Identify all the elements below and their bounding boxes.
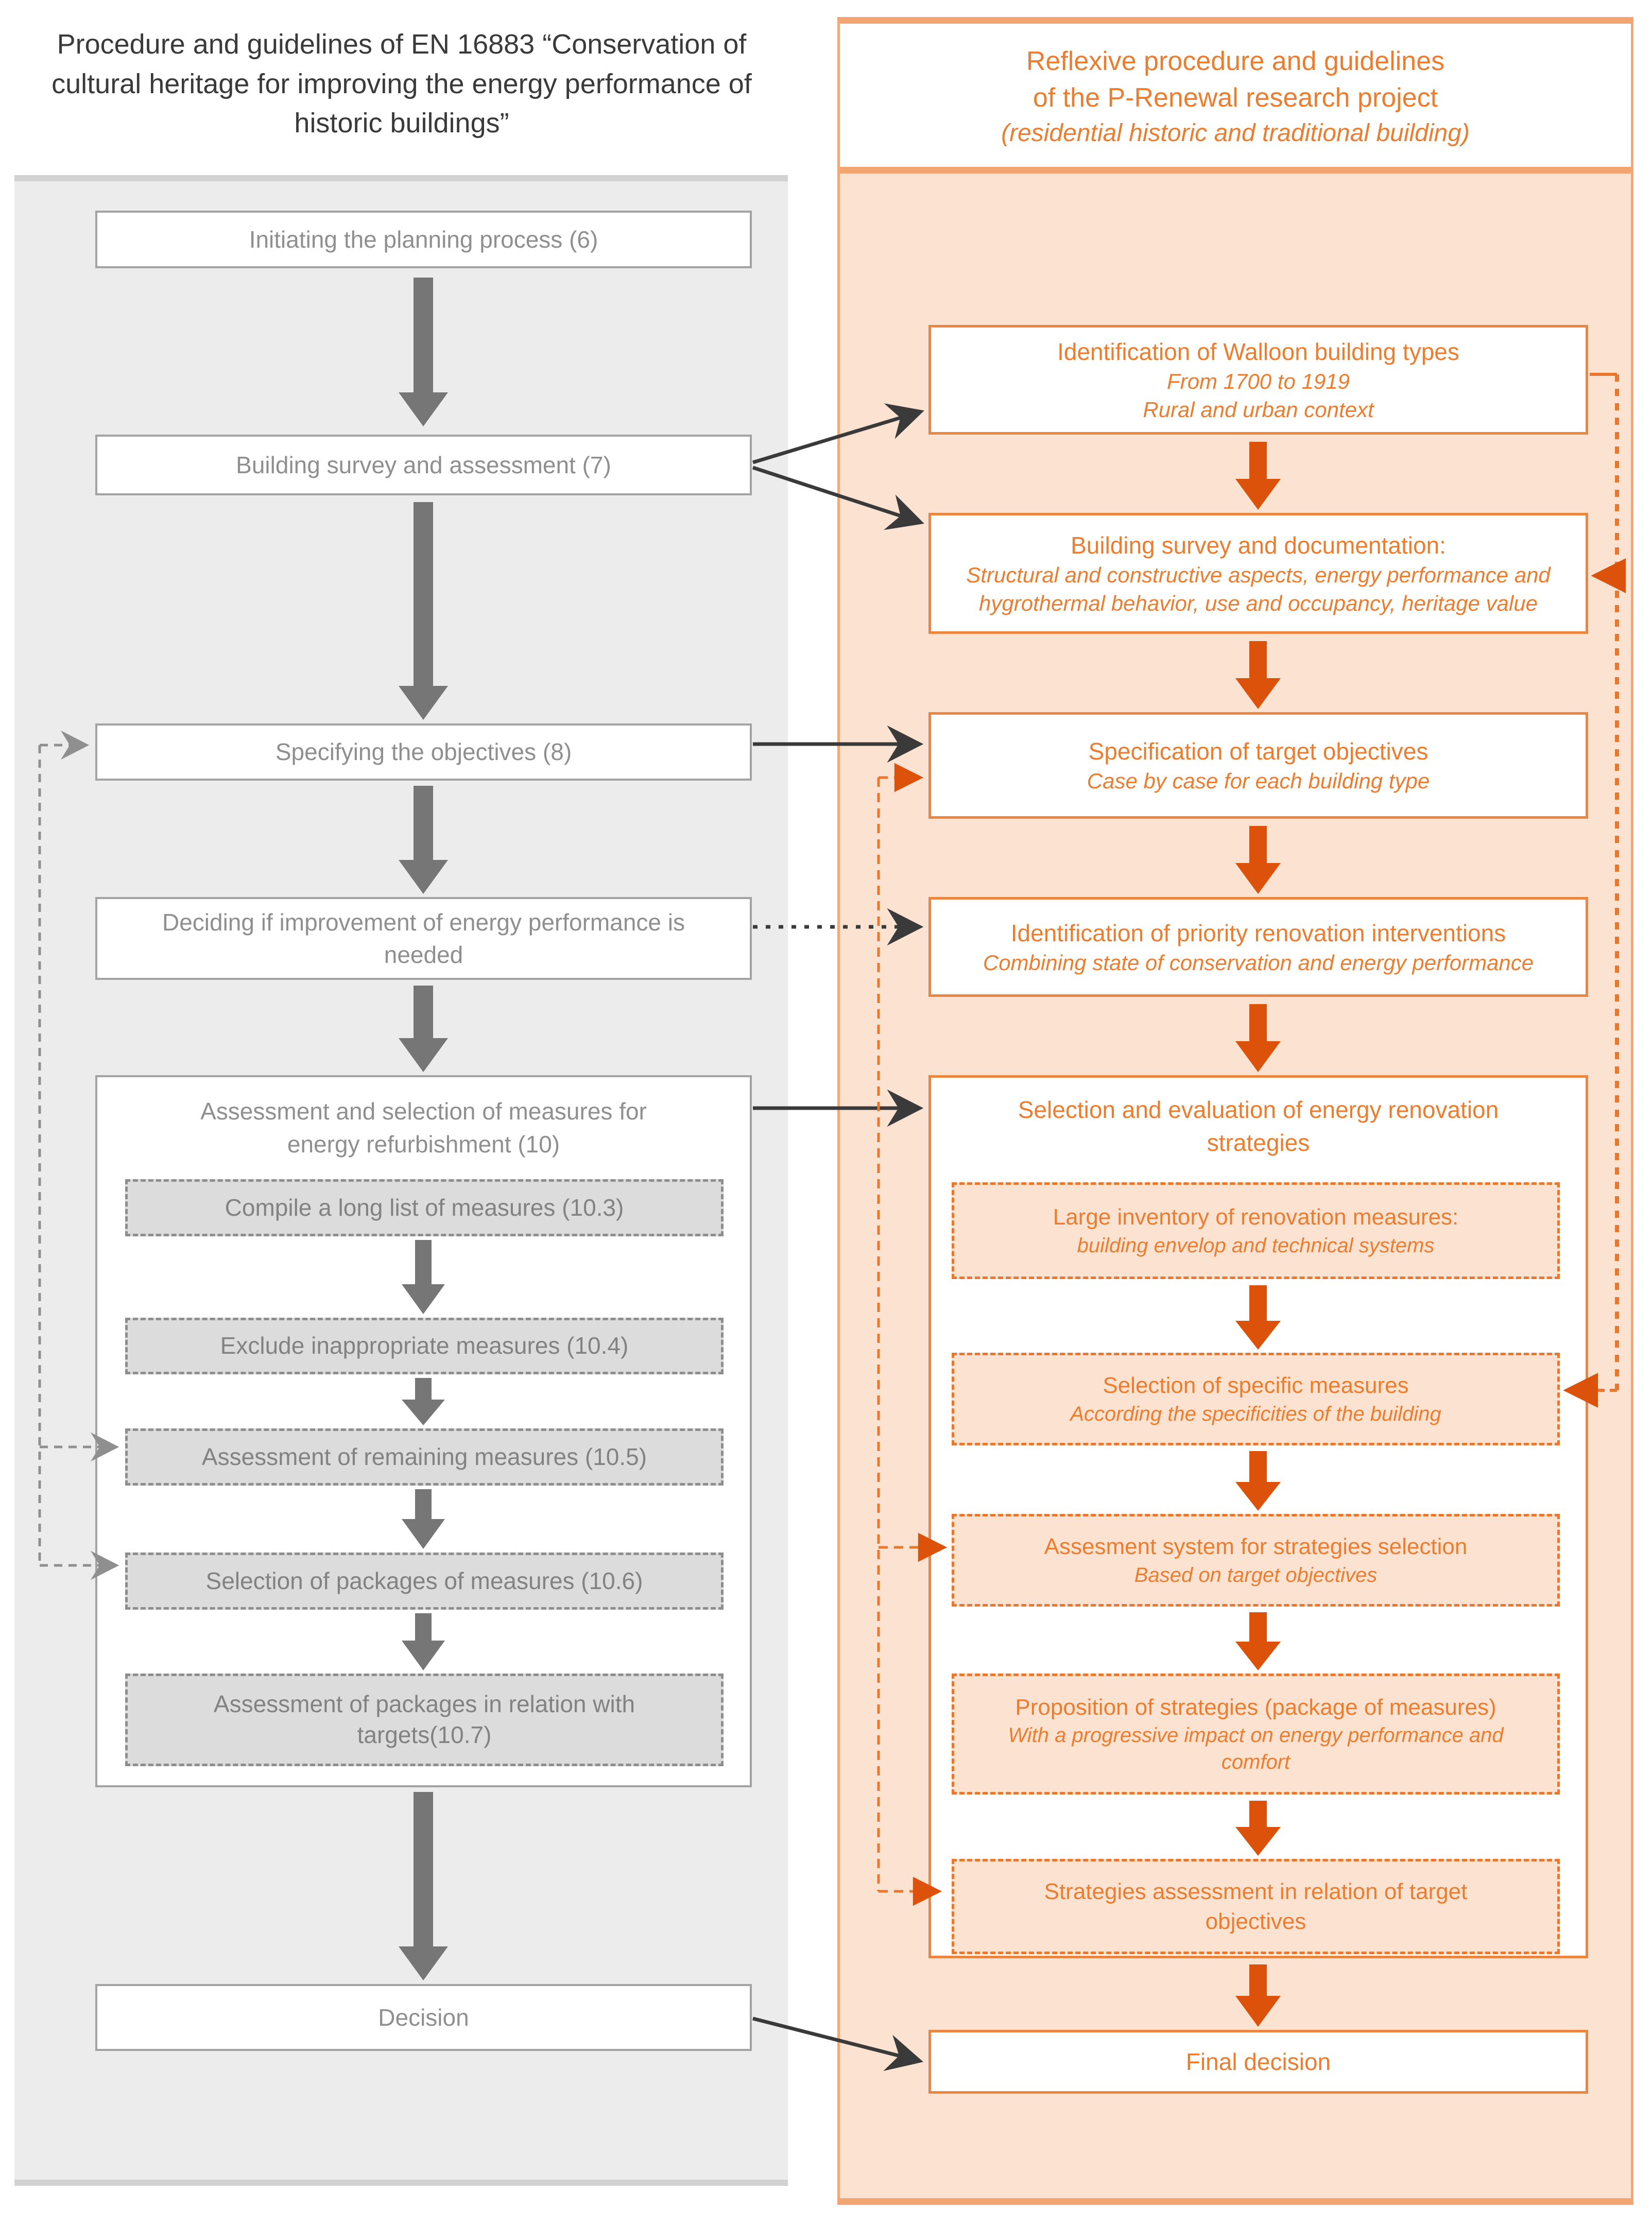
box-building-survey-assessment: Building survey and assessment (7) [95,435,752,495]
step-title: Assesment system for strategies selectio… [1044,1534,1468,1560]
step-subtitle: According the specificities of the build… [1070,1402,1441,1425]
step-compile-long-list: Compile a long list of measures (10.3) [125,1179,724,1236]
panel-separator-line [840,167,1631,174]
step-subtitle: Based on target objectives [1134,1563,1378,1586]
box-building-survey-documentation: Building survey and documentation: Struc… [928,513,1588,634]
box-priority-renovation-interventions: Identification of priority renovation in… [928,897,1588,997]
box-subtitle: Combining state of conservation and ener… [983,950,1534,975]
step-assessment-remaining: Assessment of remaining measures (10.5) [125,1428,724,1486]
step-proposition-strategies: Proposition of strategies (package of me… [952,1674,1560,1795]
box-subtitle: Structural and constructive aspects, ene… [966,562,1551,615]
box-title: Final decision [1185,2048,1331,2075]
box-deciding-improvement: Deciding if improvement of energy perfor… [95,897,752,980]
box-title: Specification of target objectives [1088,738,1429,765]
box-subtitle: From 1700 to 1919 Rural and urban contex… [1143,369,1374,422]
step-title: Strategies assessment in relation of tar… [1044,1879,1468,1934]
box-walloon-building-types: Identification of Walloon building types… [928,325,1588,435]
step-large-inventory: Large inventory of renovation measures: … [952,1182,1560,1279]
box-specifying-objectives: Specifying the objectives (8) [95,723,752,781]
box-title: Building survey and documentation: [1071,531,1446,559]
step-title: Selection of specific measures [1103,1373,1409,1399]
step-subtitle: building envelop and technical systems [1077,1234,1435,1257]
box-final-decision: Final decision [928,2030,1588,2094]
prenewal-panel-subtitle: (residential historic and traditional bu… [1001,119,1470,147]
step-selection-packages: Selection of packages of measures (10.6) [125,1553,724,1610]
box-title: Identification of priority renovation in… [1010,919,1506,946]
box-title: Identification of Walloon building types [1057,338,1459,365]
group-title-right: Selection and evaluation of energy renov… [1018,1096,1499,1157]
box-decision: Decision [95,1984,752,2051]
prenewal-panel-header: Reflexive procedure and guidelines of th… [840,24,1631,167]
box-subtitle: Case by case for each building type [1087,769,1430,794]
en16883-panel-title: Procedure and guidelines of EN 16883 “Co… [51,29,752,139]
box-specification-target-objectives: Specification of target objectives Case … [928,712,1588,819]
step-subtitle: With a progressive impact on energy perf… [1008,1724,1504,1774]
step-title: Large inventory of renovation measures: [1053,1204,1459,1230]
step-assessment-packages-targets: Assessment of packages in relation with … [125,1674,724,1766]
step-strategies-assessment: Strategies assessment in relation of tar… [952,1859,1560,1954]
box-initiating-planning: Initiating the planning process (6) [95,211,752,268]
group-title-left: Assessment and selection of measures for… [200,1098,647,1158]
step-title: Proposition of strategies (package of me… [1015,1694,1496,1720]
step-exclude-inappropriate: Exclude inappropriate measures (10.4) [125,1318,724,1374]
step-assesment-system: Assesment system for strategies selectio… [952,1514,1560,1607]
step-selection-specific-measures: Selection of specific measures According… [952,1353,1560,1445]
prenewal-panel-title: Reflexive procedure and guidelines of th… [1026,46,1445,113]
